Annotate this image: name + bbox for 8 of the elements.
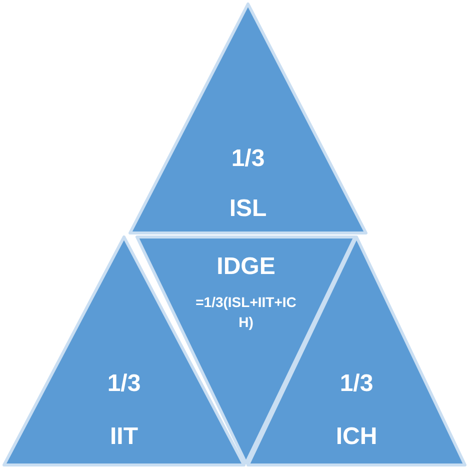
triangle-label: 1/3 — [107, 369, 141, 399]
triangle-label: 1/3 — [231, 144, 265, 174]
triangle-label: =1/3(ISL+IIT+ICH) — [194, 293, 298, 332]
triangle-label: IIT — [110, 422, 138, 452]
triangle-label: 1/3 — [340, 369, 374, 399]
triangle-label: ISL — [229, 194, 267, 224]
triangle-label: ICH — [336, 422, 378, 452]
triangle-label: IDGE — [216, 252, 276, 282]
